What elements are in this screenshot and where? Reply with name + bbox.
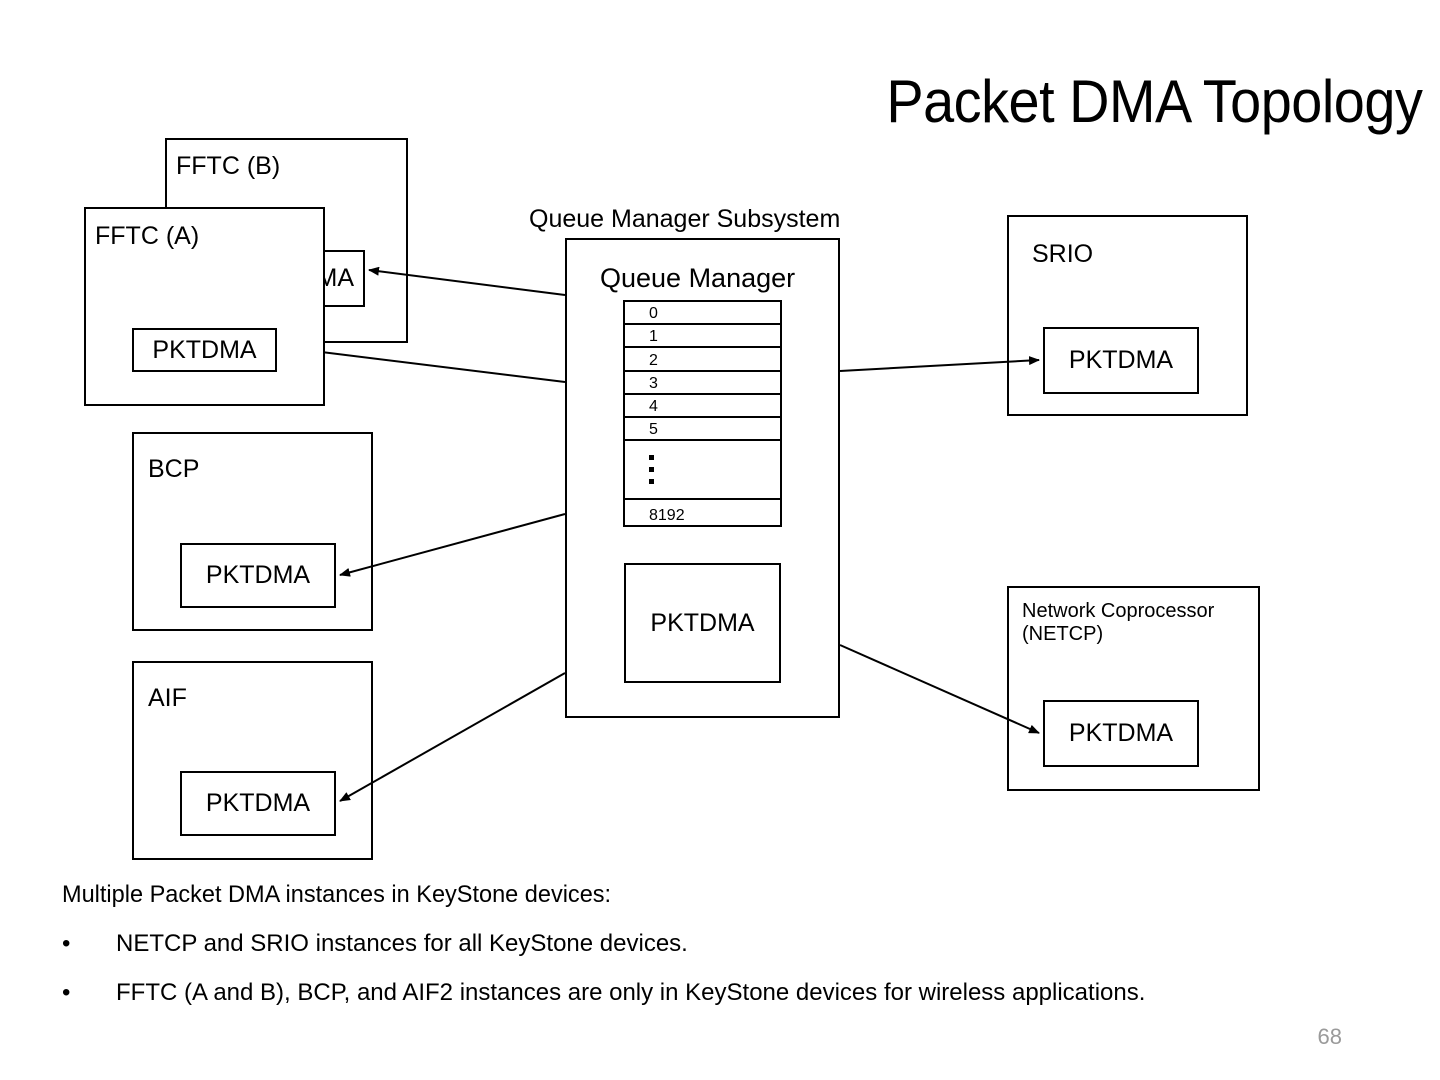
- pktdma-fftc-a: PKTDMA: [132, 328, 277, 372]
- queue-row: 1: [625, 325, 780, 349]
- list-item-label: NETCP and SRIO instances for all KeySton…: [116, 930, 688, 957]
- queue-row: 0: [625, 302, 780, 326]
- pktdma-bcp: PKTDMA: [180, 543, 336, 608]
- pktdma-srio: PKTDMA: [1043, 327, 1199, 394]
- queue-manager-subsystem-label: Queue Manager Subsystem: [529, 205, 841, 233]
- block-netcp-label: Network Coprocessor (NETCP): [1022, 600, 1215, 645]
- block-fftc-a-label: FFTC (A): [95, 222, 200, 250]
- pktdma-queue-manager-subsystem: PKTDMA: [624, 563, 781, 683]
- queue-row: 4: [625, 395, 780, 419]
- block-fftc-b-label: FFTC (B): [176, 152, 281, 180]
- pktdma-netcp: PKTDMA: [1043, 700, 1199, 767]
- page-title: Packet DMA Topology: [885, 68, 1423, 135]
- queue-table: 0 1 2 3 4 5 8192: [623, 300, 782, 527]
- block-aif-label: AIF: [148, 684, 187, 712]
- vertical-ellipsis-icon: [649, 455, 654, 485]
- queue-row: 5: [625, 418, 780, 442]
- queue-row: 2: [625, 348, 780, 372]
- queue-row: 3: [625, 372, 780, 395]
- bullet-icon: •: [62, 979, 71, 1006]
- list-item: • FFTC (A and B), BCP, and AIF2 instance…: [62, 979, 1145, 1007]
- block-srio-label: SRIO: [1032, 240, 1094, 268]
- queue-manager-title: Queue Manager: [600, 263, 796, 293]
- arrow-qmss-to-aif: [339, 672, 566, 802]
- bullet-icon: •: [62, 930, 71, 957]
- queue-row-last: 8192: [649, 507, 685, 525]
- notes-intro: Multiple Packet DMA instances in KeySton…: [62, 881, 612, 908]
- list-item: • NETCP and SRIO instances for all KeySt…: [62, 930, 688, 958]
- block-bcp-label: BCP: [148, 455, 200, 483]
- page-number: 68: [1317, 1024, 1342, 1049]
- queue-row-ellipsis: [625, 441, 780, 500]
- pktdma-aif: PKTDMA: [180, 771, 336, 836]
- list-item-label: FFTC (A and B), BCP, and AIF2 instances …: [116, 979, 1146, 1006]
- arrow-qmss-to-bcp: [339, 513, 566, 577]
